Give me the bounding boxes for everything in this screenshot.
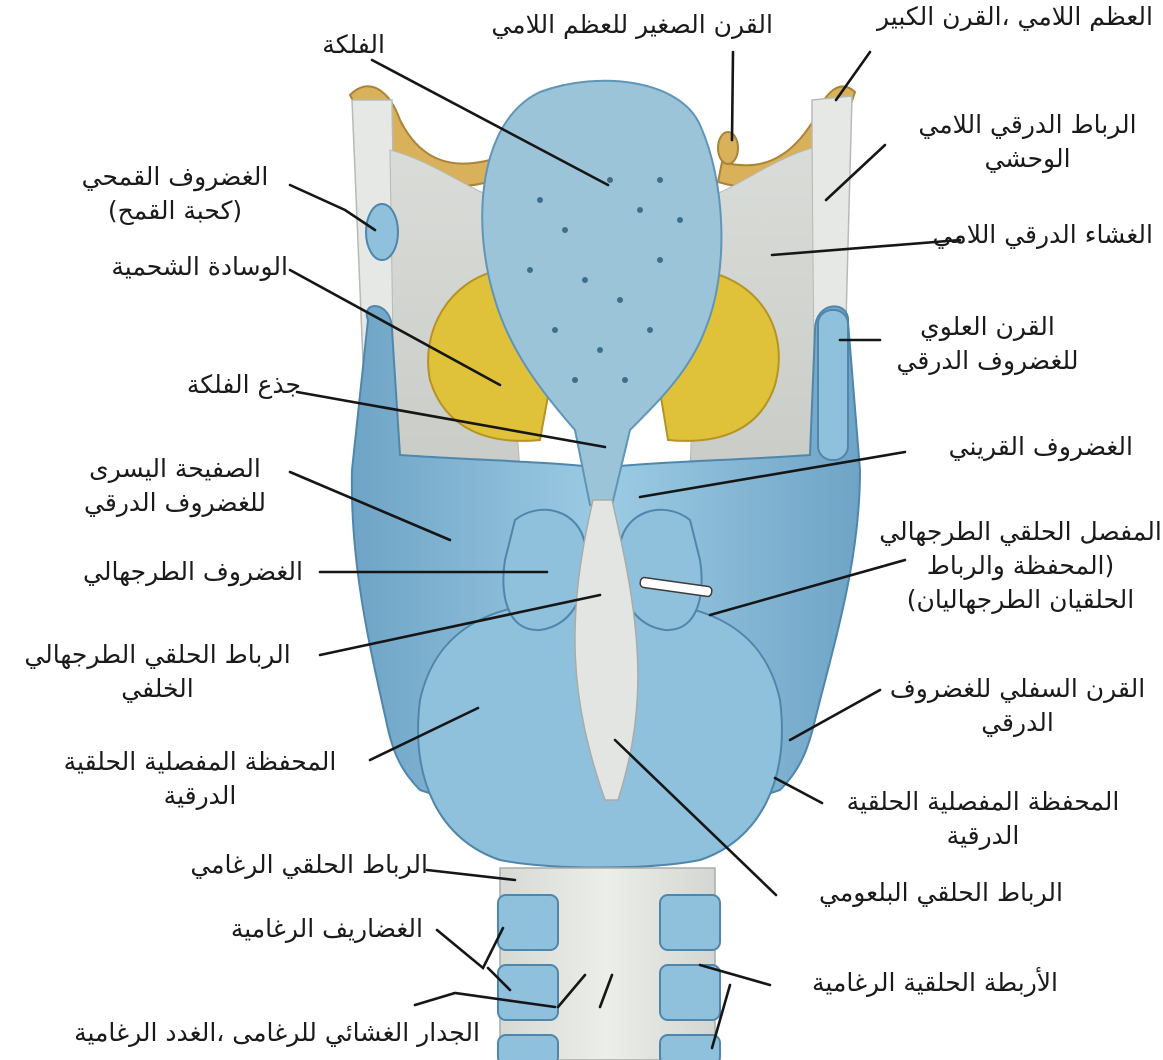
label-line: الصفيحة اليسرى (60, 452, 290, 486)
label-cricopharyngeal-ligament: الرباط الحلقي البلعومي (819, 876, 1063, 910)
label-line: للغضروف الدرقي (60, 486, 290, 520)
label-line: المفصل الحلقي الطرجهالي (878, 515, 1163, 549)
superior-horn-shape (818, 310, 848, 460)
label-line: الدرقية (45, 779, 355, 813)
label-line: المحفظة المفصلية الحلقية (45, 745, 355, 779)
label-line: الرباط الحلقي الطرجهالي (0, 638, 315, 672)
label-line: الغضاريف الرغامية (231, 912, 423, 946)
label-cricoarytenoid-joint: المفصل الحلقي الطرجهالي (المحفظة والرباط… (878, 515, 1163, 617)
label-triticeal-cartilage: الغضروف القمحي (كحبة القمح) (60, 160, 290, 228)
label-cricothyroid-capsule-left: المحفظة المفصلية الحلقية الدرقية (45, 745, 355, 813)
label-epiglottis-stalk: جذع الفلكة (187, 368, 301, 402)
label-left-lamina: الصفيحة اليسرى للغضروف الدرقي (60, 452, 290, 520)
label-annular-ligaments: الأربطة الحلقية الرغامية (812, 966, 1058, 1000)
label-line: الغشاء الدرقي اللامي (933, 218, 1153, 252)
label-hyoid-lesser-horn: القرن الصغير للعظم اللامي (491, 8, 773, 42)
triticeal-shape (366, 204, 398, 260)
label-hyoid-greater-horn: العظم اللامي ،القرن الكبير (877, 0, 1153, 34)
label-line: (المحفظة والرباط (878, 549, 1163, 583)
label-cricothyroid-capsule-right: المحفظة المفصلية الحلقية الدرقية (828, 785, 1138, 853)
label-lateral-thyrohyoid-ligament: الرباط الدرقي اللامي الوحشي (895, 108, 1160, 176)
label-fat-pad: الوسادة الشحمية (111, 250, 288, 284)
label-tracheal-cartilages: الغضاريف الرغامية (231, 912, 423, 946)
label-line: الغضروف القمحي (60, 160, 290, 194)
label-thyrohyoid-membrane: الغشاء الدرقي اللامي (933, 218, 1153, 252)
label-line: القرن العلوي (880, 310, 1095, 344)
label-line: الرباط الحلقي الرغامي (190, 848, 428, 882)
label-membranous-wall: الجدار الغشائي للرغامى ،الغدد الرغامية (74, 1016, 480, 1050)
label-line: الأربطة الحلقية الرغامية (812, 966, 1058, 1000)
label-epiglottis: الفلكة (322, 28, 385, 62)
label-line: المحفظة المفصلية الحلقية (828, 785, 1138, 819)
label-line: الرباط الدرقي اللامي (895, 108, 1160, 142)
label-posterior-cricoarytenoid-ligament: الرباط الحلقي الطرجهالي الخلفي (0, 638, 315, 706)
label-line: الخلفي (0, 672, 315, 706)
label-line: الدرقي (880, 706, 1155, 740)
label-line: القرن الصغير للعظم اللامي (491, 8, 773, 42)
label-line: الرباط الحلقي البلعومي (819, 876, 1063, 910)
label-line: الوسادة الشحمية (111, 250, 288, 284)
label-cricotracheal-ligament: الرباط الحلقي الرغامي (190, 848, 428, 882)
label-line: العظم اللامي ،القرن الكبير (877, 0, 1153, 34)
lesser-horn-shape (718, 132, 738, 164)
label-line: (كحبة القمح) (60, 194, 290, 228)
trachea-shape (498, 868, 720, 1060)
label-corniculate-cartilage: الغضروف القريني (949, 430, 1133, 464)
label-line: الغضروف الطرجهالي (83, 555, 303, 589)
label-line: الجدار الغشائي للرغامى ،الغدد الرغامية (74, 1016, 480, 1050)
label-superior-horn: القرن العلوي للغضروف الدرقي (880, 310, 1095, 378)
label-arytenoid-cartilage: الغضروف الطرجهالي (83, 555, 303, 589)
label-line: القرن السفلي للغضروف (880, 672, 1155, 706)
label-line: الفلكة (322, 28, 385, 62)
label-line: الدرقية (828, 819, 1138, 853)
label-inferior-horn: القرن السفلي للغضروف الدرقي (880, 672, 1155, 740)
label-line: للغضروف الدرقي (880, 344, 1095, 378)
label-line: الحلقيان الطرجهاليان) (878, 583, 1163, 617)
label-line: جذع الفلكة (187, 368, 301, 402)
label-line: الغضروف القريني (949, 430, 1133, 464)
label-line: الوحشي (895, 142, 1160, 176)
